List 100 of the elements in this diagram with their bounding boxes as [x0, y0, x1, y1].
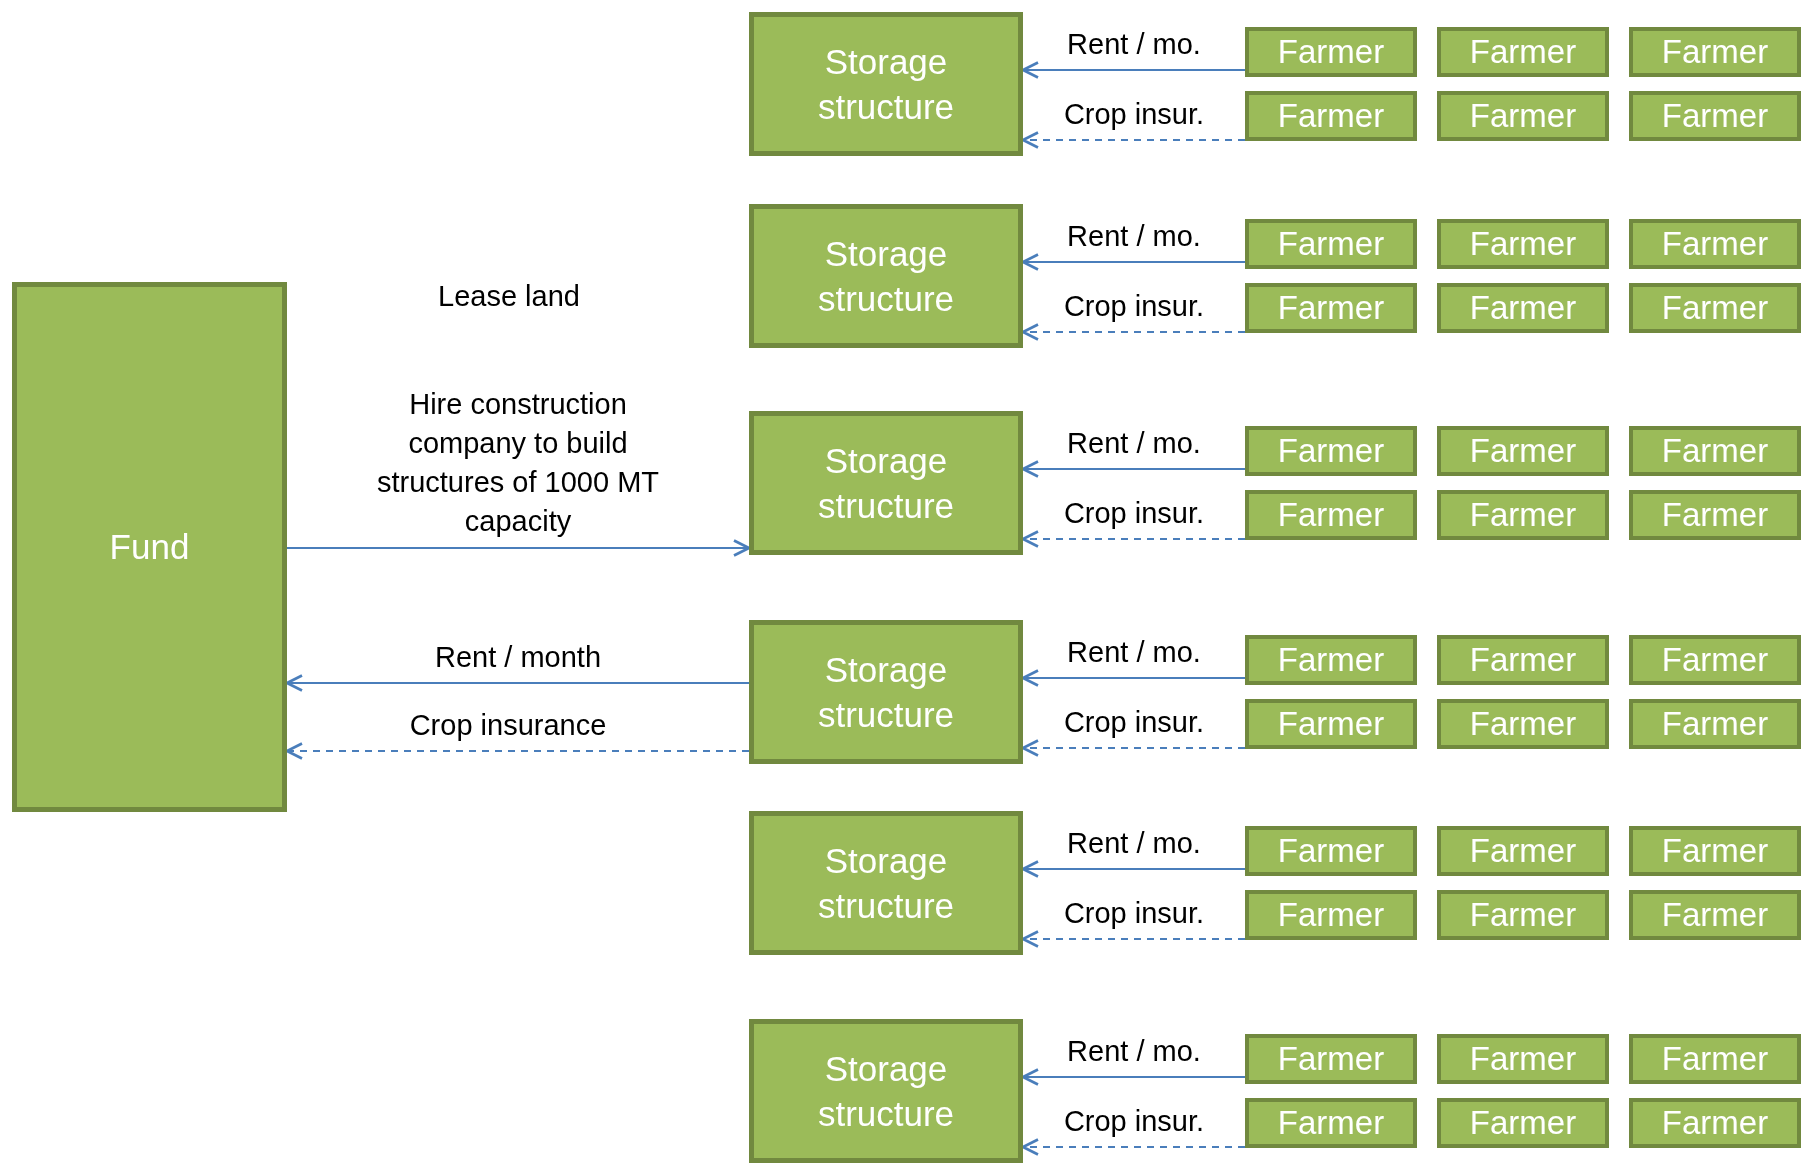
- node-label: Storage structure: [816, 648, 956, 736]
- farmer-box: [1245, 27, 1417, 77]
- farmer-box: [1437, 490, 1609, 540]
- arrow: [285, 674, 750, 692]
- node-label: Farmer: [1277, 223, 1385, 264]
- node-label: Farmer: [1277, 1038, 1385, 1079]
- farmer-box: [1629, 890, 1801, 940]
- node-label: Farmer: [1661, 639, 1769, 680]
- node-label: Farmer: [1469, 1102, 1577, 1143]
- node-label: Farmer: [1661, 1102, 1769, 1143]
- arrow: [1021, 253, 1246, 271]
- farmer-box: [1437, 826, 1609, 876]
- arrow: [1021, 1068, 1246, 1086]
- node-label: Farmer: [1469, 287, 1577, 328]
- node-label: Farmer: [1469, 703, 1577, 744]
- node-label: Storage structure: [816, 1047, 956, 1135]
- farmer-box: [1437, 1098, 1609, 1148]
- arrow: [1021, 460, 1246, 478]
- node-label: Farmer: [1469, 31, 1577, 72]
- node-label: Farmer: [1277, 31, 1385, 72]
- arrow: [1021, 860, 1246, 878]
- farmer-box: [1629, 426, 1801, 476]
- storage-box: [749, 620, 1023, 764]
- edge-label: Crop insur.: [1063, 704, 1205, 740]
- node-label: Farmer: [1277, 287, 1385, 328]
- node-label: Farmer: [1277, 494, 1385, 535]
- node-label: Farmer: [1277, 1102, 1385, 1143]
- arrow: [285, 742, 750, 760]
- node-label: Farmer: [1661, 894, 1769, 935]
- farmer-box: [1437, 1034, 1609, 1084]
- farmer-box: [1437, 219, 1609, 269]
- node-label: Farmer: [1469, 1038, 1577, 1079]
- edge-label: Crop insur.: [1063, 895, 1205, 931]
- farmer-box: [1437, 635, 1609, 685]
- farmer-box: [1437, 283, 1609, 333]
- node-label: Farmer: [1661, 830, 1769, 871]
- farmer-box: [1245, 283, 1417, 333]
- storage-box: [749, 811, 1023, 955]
- node-label: Farmer: [1469, 223, 1577, 264]
- edge-label: Crop insurance: [409, 707, 607, 743]
- edge-label: Crop insur.: [1063, 96, 1205, 132]
- node-label: Farmer: [1277, 703, 1385, 744]
- node-label: Storage structure: [816, 40, 956, 128]
- fund-box: [12, 282, 287, 812]
- edge-label: Rent / mo.: [1067, 425, 1201, 461]
- farmer-box: [1245, 91, 1417, 141]
- farmer-box: [1245, 635, 1417, 685]
- node-label: Farmer: [1277, 830, 1385, 871]
- edge-label: Crop insur.: [1063, 495, 1205, 531]
- node-label: Farmer: [1277, 894, 1385, 935]
- node-label: Farmer: [1277, 95, 1385, 136]
- farmer-box: [1629, 27, 1801, 77]
- edge-label: Rent / mo.: [1067, 218, 1201, 254]
- farmer-box: [1245, 219, 1417, 269]
- edge-label: Crop insur.: [1063, 1103, 1205, 1139]
- farmer-box: [1629, 490, 1801, 540]
- edge-label: Hire construction company to build structures of 1000 MT capacity: [375, 387, 661, 540]
- node-label: Storage structure: [816, 439, 956, 527]
- node-label: Farmer: [1469, 830, 1577, 871]
- node-label: Farmer: [1469, 894, 1577, 935]
- node-label: Storage structure: [816, 232, 956, 320]
- farmer-box: [1245, 1098, 1417, 1148]
- note-text: Lease land: [438, 280, 580, 313]
- farmer-box: [1245, 890, 1417, 940]
- farmer-box: [1245, 699, 1417, 749]
- node-label: Fund: [109, 526, 190, 569]
- arrow: [1021, 61, 1246, 79]
- farmer-box: [1629, 1098, 1801, 1148]
- node-label: Farmer: [1469, 639, 1577, 680]
- node-label: Farmer: [1469, 95, 1577, 136]
- node-label: Farmer: [1661, 95, 1769, 136]
- farmer-box: [1629, 283, 1801, 333]
- farmer-box: [1629, 826, 1801, 876]
- node-label: Farmer: [1661, 287, 1769, 328]
- farmer-box: [1629, 699, 1801, 749]
- node-label: Farmer: [1469, 494, 1577, 535]
- storage-box: [749, 12, 1023, 156]
- node-label: Farmer: [1661, 1038, 1769, 1079]
- farmer-box: [1437, 91, 1609, 141]
- node-label: Farmer: [1277, 639, 1385, 680]
- edge-label: Rent / month: [435, 639, 601, 675]
- node-label: Farmer: [1661, 223, 1769, 264]
- node-label: Farmer: [1469, 430, 1577, 471]
- farmer-box: [1245, 1034, 1417, 1084]
- node-label: Farmer: [1277, 430, 1385, 471]
- arrow: [1021, 930, 1246, 948]
- edge-label: Rent / mo.: [1067, 825, 1201, 861]
- arrow: [1021, 669, 1246, 687]
- edge-label: Rent / mo.: [1067, 26, 1201, 62]
- farmer-box: [1437, 699, 1609, 749]
- farmer-box: [1245, 826, 1417, 876]
- storage-box: [749, 204, 1023, 348]
- farmer-box: [1629, 91, 1801, 141]
- farmer-box: [1629, 219, 1801, 269]
- arrow: [1021, 1138, 1246, 1156]
- storage-box: [749, 1019, 1023, 1163]
- edge-label: Rent / mo.: [1067, 634, 1201, 670]
- farmer-box: [1245, 490, 1417, 540]
- arrow: [1021, 131, 1246, 149]
- node-label: Farmer: [1661, 430, 1769, 471]
